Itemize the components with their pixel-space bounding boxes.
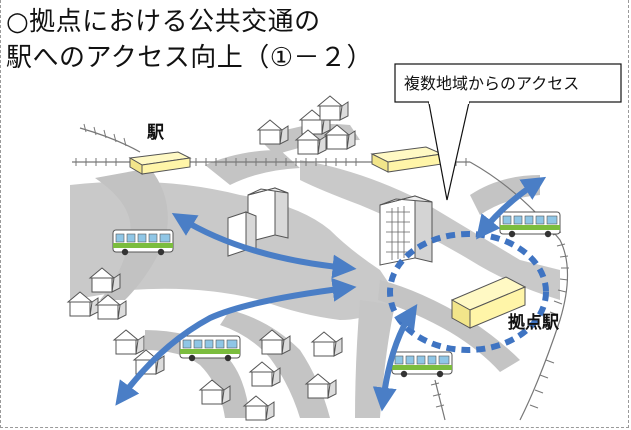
bus-icon [112, 229, 174, 256]
station-label: 駅 [146, 123, 165, 143]
house-icon [243, 395, 275, 421]
house-icon [317, 95, 349, 121]
callout-text: 複数地域からのアクセス [404, 74, 579, 93]
double-arrow-icon [372, 304, 418, 412]
hub-station-label: 拠点駅 [508, 312, 560, 333]
double-arrow-icon [115, 277, 357, 406]
access-arrows [115, 176, 547, 412]
bus-icon [391, 351, 453, 378]
page-title: ○拠点における公共交通の 駅へのアクセス向上（①－２） [6, 4, 373, 76]
station-building-icon [128, 151, 192, 175]
hub-area-circle [387, 231, 549, 353]
hub-station-building-icon [450, 276, 527, 329]
double-arrow-icon [476, 176, 547, 240]
title-line-1: ○拠点における公共交通の [6, 7, 321, 37]
double-arrow-icon [171, 212, 357, 279]
house-icon [257, 119, 289, 145]
house-icon [113, 329, 145, 355]
bus-icon [179, 335, 241, 362]
bus-icon [499, 211, 561, 238]
station-building-icon [370, 146, 444, 173]
building-icon [379, 195, 433, 266]
callout-box: 複数地域からのアクセス [394, 63, 622, 201]
title-line-2: 駅へのアクセス向上（①－２） [6, 43, 374, 73]
house-icon [311, 331, 343, 357]
